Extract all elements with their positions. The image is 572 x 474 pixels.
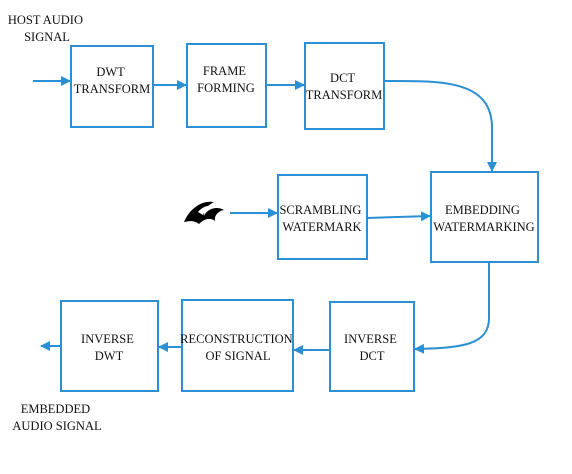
svg-text:FRAME FORMING: FRAME FORMING [197,64,255,95]
block-scrambling-watermark: SCRAMBLING WATERMARK [277,174,368,260]
svg-text:INVERSE DWT: INVERSE DWT [81,332,137,363]
svg-text:RECONSTRUCTION OF SIGNAL: RECONSTRUCTION OF SIGNAL [180,332,296,363]
watermark-logo-image [184,201,224,224]
svg-text:DCT TRANSFORM: DCT TRANSFORM [306,71,382,102]
svg-text:EMBEDDING WATERMARKING: EMBEDDING WATERMARKING [433,203,534,234]
svg-text:DWT TRANSFORM: DWT TRANSFORM [74,65,150,96]
block-dct-transform: DCT TRANSFORM [304,42,385,130]
block-inverse-dwt: INVERSE DWT [60,300,159,392]
block-dwt-transform: DWT TRANSFORM [70,45,154,128]
input-label: HOST AUDIO SIGNAL [8,13,86,44]
arrow-scrambling-to-embedding [366,211,431,222]
block-reconstruction-of-signal: RECONSTRUCTION OF SIGNAL [180,299,296,392]
block-embedding-watermarking: EMBEDDING WATERMARKING [430,171,539,263]
arrow-dct-to-embedding [383,79,497,172]
arrow-embedding-to-inverse-dct [414,262,490,354]
output-label: EMBEDDED AUDIO SIGNAL [12,402,101,433]
block-inverse-dct: INVERSE DCT [329,301,415,392]
svg-text:SCRAMBLING WATERMARK: SCRAMBLING WATERMARK [279,203,364,234]
svg-text:INVERSE DCT: INVERSE DCT [344,332,400,363]
block-frame-forming: FRAME FORMING [186,43,267,128]
